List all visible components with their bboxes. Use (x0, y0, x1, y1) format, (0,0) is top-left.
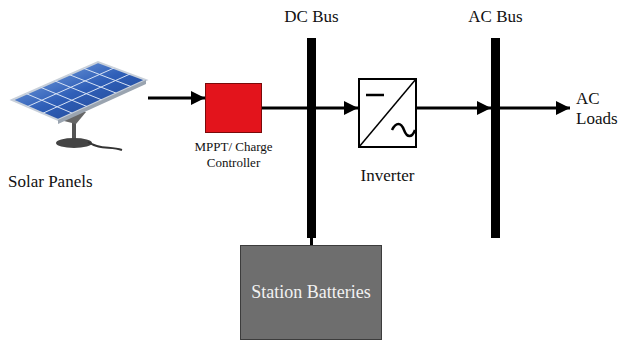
label-holder: Solar Panels (8, 172, 93, 192)
bus-connection (310, 238, 313, 245)
label-holder: DC Bus (284, 7, 338, 27)
panel-edge (58, 80, 146, 124)
inverter-box: Inverter (358, 78, 417, 148)
flow-arrow (417, 107, 491, 110)
ac-bus-bar: AC Bus (491, 38, 500, 238)
node-label: Solar Panels (8, 172, 93, 192)
dc-bus-bar: DC Bus (307, 38, 316, 238)
node-label: Station Batteries (251, 282, 370, 304)
battery-box: Station Batteries (240, 245, 382, 340)
panel-cable (88, 142, 122, 150)
flow-arrow (148, 97, 205, 100)
label-holder: MPPT/ Charge Controller (194, 139, 274, 170)
panel-cell-grid (26, 68, 131, 113)
flow-arrow (500, 107, 570, 110)
node-label: AC Bus (468, 7, 522, 27)
node-label: MPPT/ Charge Controller (194, 139, 274, 170)
panel-base (56, 138, 92, 148)
node-label: Inverter (361, 166, 415, 186)
solar-panel-node: Solar Panels (8, 60, 148, 152)
label-holder: Inverter (361, 166, 415, 186)
charge-controller-box: MPPT/ Charge Controller (205, 83, 262, 133)
ac-symbol (392, 124, 415, 136)
node-label: AC Loads (576, 89, 616, 130)
bus-connection (262, 107, 307, 110)
inverter-diagonal (359, 79, 416, 147)
dc-symbol (366, 94, 384, 97)
label-holder: AC Bus (468, 7, 522, 27)
load-node: AC Loads (570, 86, 628, 132)
solar-panel-illustration (12, 62, 146, 150)
inverter-symbol (359, 79, 416, 147)
node-label: DC Bus (284, 7, 338, 27)
flow-arrow (316, 107, 358, 110)
